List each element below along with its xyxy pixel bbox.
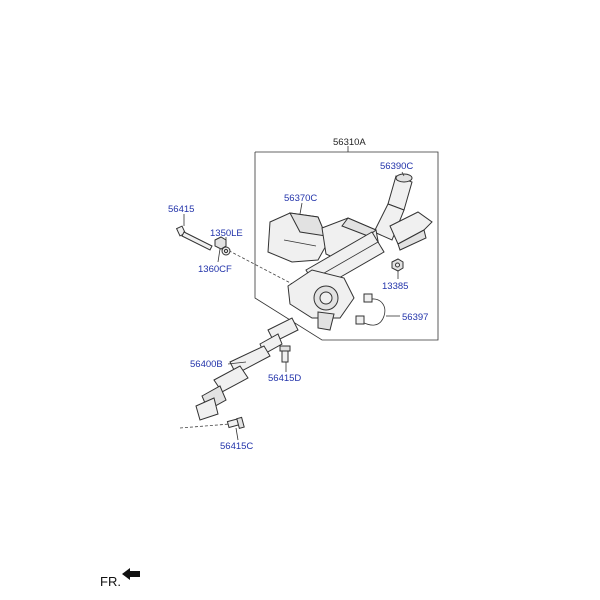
upper-shaft-part (373, 173, 413, 241)
label-56415d: 56415D (268, 373, 301, 384)
motor-housing-part (287, 269, 355, 331)
nut-1350le-part (221, 246, 231, 256)
label-56310a: 56310A (333, 137, 366, 148)
intermediate-shaft-part (195, 317, 299, 421)
leader-56415c (235, 427, 239, 441)
leader-56390c (401, 171, 405, 177)
wiring-harness-part (355, 293, 386, 326)
nut-13385-part (391, 258, 404, 272)
leader-1360cf (217, 248, 221, 263)
leader-56400b (227, 361, 247, 365)
label-56415: 56415 (168, 204, 194, 215)
bolt-56415-part (175, 225, 213, 251)
label-56397: 56397 (402, 312, 428, 323)
cover-part (267, 212, 329, 263)
label-56370c: 56370C (284, 193, 317, 204)
bolt-56415d-part (279, 345, 291, 363)
label-56415c: 56415C (220, 441, 253, 452)
tilt-lever-part (389, 211, 433, 251)
label-56400b: 56400B (190, 359, 223, 370)
label-13385: 13385 (382, 281, 408, 292)
label-1360cf: 1360CF (198, 264, 232, 275)
front-direction-label: FR. (100, 574, 121, 589)
bolt-56415c-part (226, 416, 245, 429)
front-arrow-icon (122, 568, 140, 580)
label-1350le: 1350LE (210, 228, 243, 239)
assembly-frame (254, 151, 439, 341)
ref-line-bolt-c (179, 423, 231, 429)
ref-line-bolt (219, 245, 301, 289)
label-56390c: 56390C (380, 161, 413, 172)
leader-56370c (299, 202, 303, 215)
